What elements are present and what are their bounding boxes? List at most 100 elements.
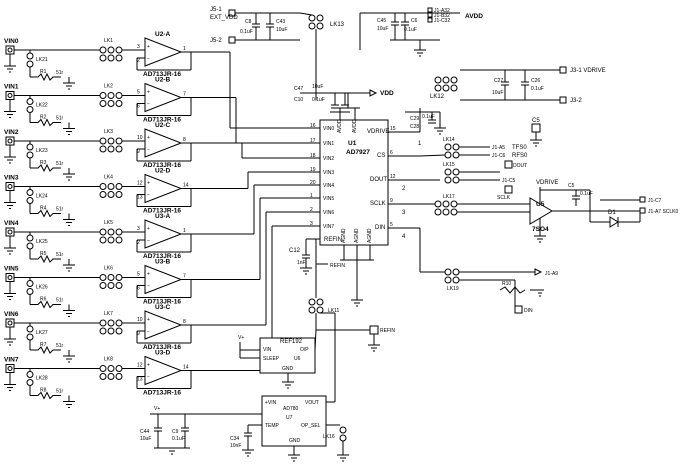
tp4-label: 4 — [402, 234, 406, 240]
lk15-label: LK15 — [443, 162, 455, 168]
c8-label: C8 — [245, 19, 252, 25]
opamp-part: AD713JR-16 — [143, 71, 181, 78]
adc-pin-vin2: VIN2 — [323, 156, 334, 162]
jumper-pin — [26, 288, 34, 295]
c5-tp-label: C5 — [532, 118, 540, 124]
lk-in-label: LK26 — [36, 285, 48, 291]
opamp-part: AD713JR-16 — [143, 390, 181, 397]
c6-label: C6 — [411, 18, 418, 24]
jumper-pin — [107, 228, 115, 236]
pin-num: 3 — [137, 44, 140, 50]
u6-op: O/P — [300, 347, 309, 353]
jumper-pin — [99, 46, 107, 54]
opamp-u3-c — [144, 310, 183, 340]
lk-buf-label: LK8 — [104, 357, 113, 363]
opamp-plus: + — [147, 135, 150, 141]
jumper-pin — [107, 274, 115, 281]
reference-section: C12 1nF REFIN LK11 REFIN REF192 VIN SLEE… — [140, 238, 395, 462]
adc-dout-num: 12 — [390, 174, 396, 180]
c44-label: C44 — [140, 429, 149, 435]
c29-label: C29 — [410, 116, 419, 122]
c34-label: C34 — [230, 436, 239, 442]
jumper-pin — [99, 54, 107, 62]
c9-value: 0.1uF — [172, 436, 185, 442]
lk-in-label: LK28 — [36, 376, 48, 382]
adc-agnd-2: AGND — [354, 228, 360, 243]
ground-symbol — [4, 65, 16, 73]
j3-2-label: J3-2 — [570, 98, 582, 104]
adc-pin-num: 18 — [310, 153, 316, 159]
jumper-pin — [26, 189, 34, 196]
opamp-part: AD713JR-16 — [143, 299, 181, 306]
jumper-pin — [26, 280, 34, 287]
jumper-pin — [26, 52, 34, 60]
opamp-name: U3-B — [155, 259, 170, 266]
opamp-name: U2-D — [155, 168, 170, 175]
ground-symbol — [63, 264, 75, 272]
adc-pin-vin0: VIN0 — [323, 126, 334, 132]
j5-1-label: J5-1 — [210, 7, 222, 13]
pin-num: 2 — [137, 240, 140, 246]
opamp-plus: + — [147, 90, 150, 96]
vin-label: VIN0 — [4, 38, 19, 45]
u6-sleep: SLEEP — [263, 356, 280, 362]
pin-num: 6 — [137, 104, 140, 110]
ground-symbol — [4, 202, 16, 209]
pin-num: 10 — [137, 135, 143, 141]
c5-value: 0.1uF — [580, 191, 593, 197]
refin-test-point — [369, 325, 379, 335]
vin-label: VIN2 — [4, 129, 19, 136]
jumper-pin — [107, 365, 115, 372]
lk-buf-label: LK1 — [104, 38, 113, 44]
resistor — [30, 209, 61, 218]
adc-body — [319, 119, 389, 246]
c5-test-point — [531, 123, 541, 133]
ground-symbol — [4, 247, 16, 255]
u7-vout: VOUT — [305, 400, 319, 406]
jumper-pin — [26, 60, 34, 68]
adc-pin-num: 1 — [310, 193, 313, 199]
opamp-part: AD713JR-16 — [143, 253, 181, 260]
opamp-minus: − — [147, 56, 150, 62]
sclk-test-point — [504, 185, 513, 194]
c8-value: 0.1uF — [240, 29, 253, 35]
adc-agnd-3: AGND — [367, 228, 373, 243]
opamp-plus: + — [147, 226, 150, 232]
resistor-label: R2 — [40, 115, 47, 121]
jumper-pin — [99, 137, 107, 145]
vdd-label: VDD — [380, 90, 394, 97]
resistor-label: R7 — [40, 342, 47, 348]
resistor — [30, 300, 61, 309]
jumper-pin — [99, 365, 107, 372]
lk-buf-label: LK5 — [104, 220, 113, 226]
vin-label: VIN5 — [4, 266, 19, 273]
resistor-value: 51r — [56, 70, 64, 76]
jumper-pin — [107, 145, 115, 153]
jumper-pin — [99, 274, 107, 281]
j3-2-connector — [559, 96, 567, 104]
c45-label: C45 — [377, 18, 386, 24]
opamp-plus: + — [147, 317, 150, 323]
adc-cs-num: 6 — [390, 150, 393, 156]
vin-connector-pin — [7, 184, 13, 189]
opamp-minus: − — [147, 102, 150, 108]
opamp-name: U3-C — [155, 304, 170, 311]
ground-symbol — [4, 384, 16, 391]
din-test-point — [514, 305, 523, 314]
u6-gnd: GND — [282, 366, 294, 372]
resistor-value: 51r — [56, 389, 64, 395]
resistor-label: R3 — [40, 160, 47, 166]
jumper-pin — [99, 319, 107, 327]
vin-connector-pin — [7, 138, 13, 144]
jumper-pin — [115, 183, 123, 190]
resistor — [30, 118, 61, 127]
jumper-pin — [107, 54, 115, 62]
jumper-pin — [26, 234, 34, 242]
opamp-minus: − — [147, 147, 150, 153]
adc-refin: REFIN — [324, 237, 342, 243]
